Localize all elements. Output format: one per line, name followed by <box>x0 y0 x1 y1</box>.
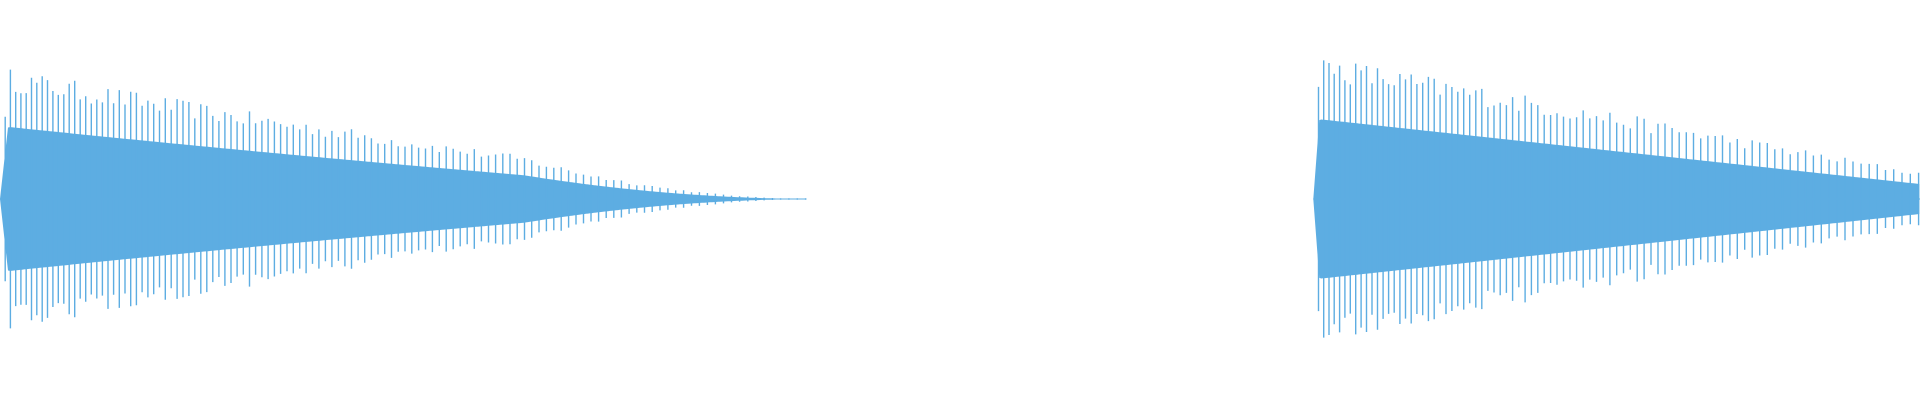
waveform-clips <box>0 60 1920 338</box>
waveform-clip-1[interactable] <box>0 69 807 329</box>
waveform-clip-2[interactable] <box>1313 60 1920 338</box>
